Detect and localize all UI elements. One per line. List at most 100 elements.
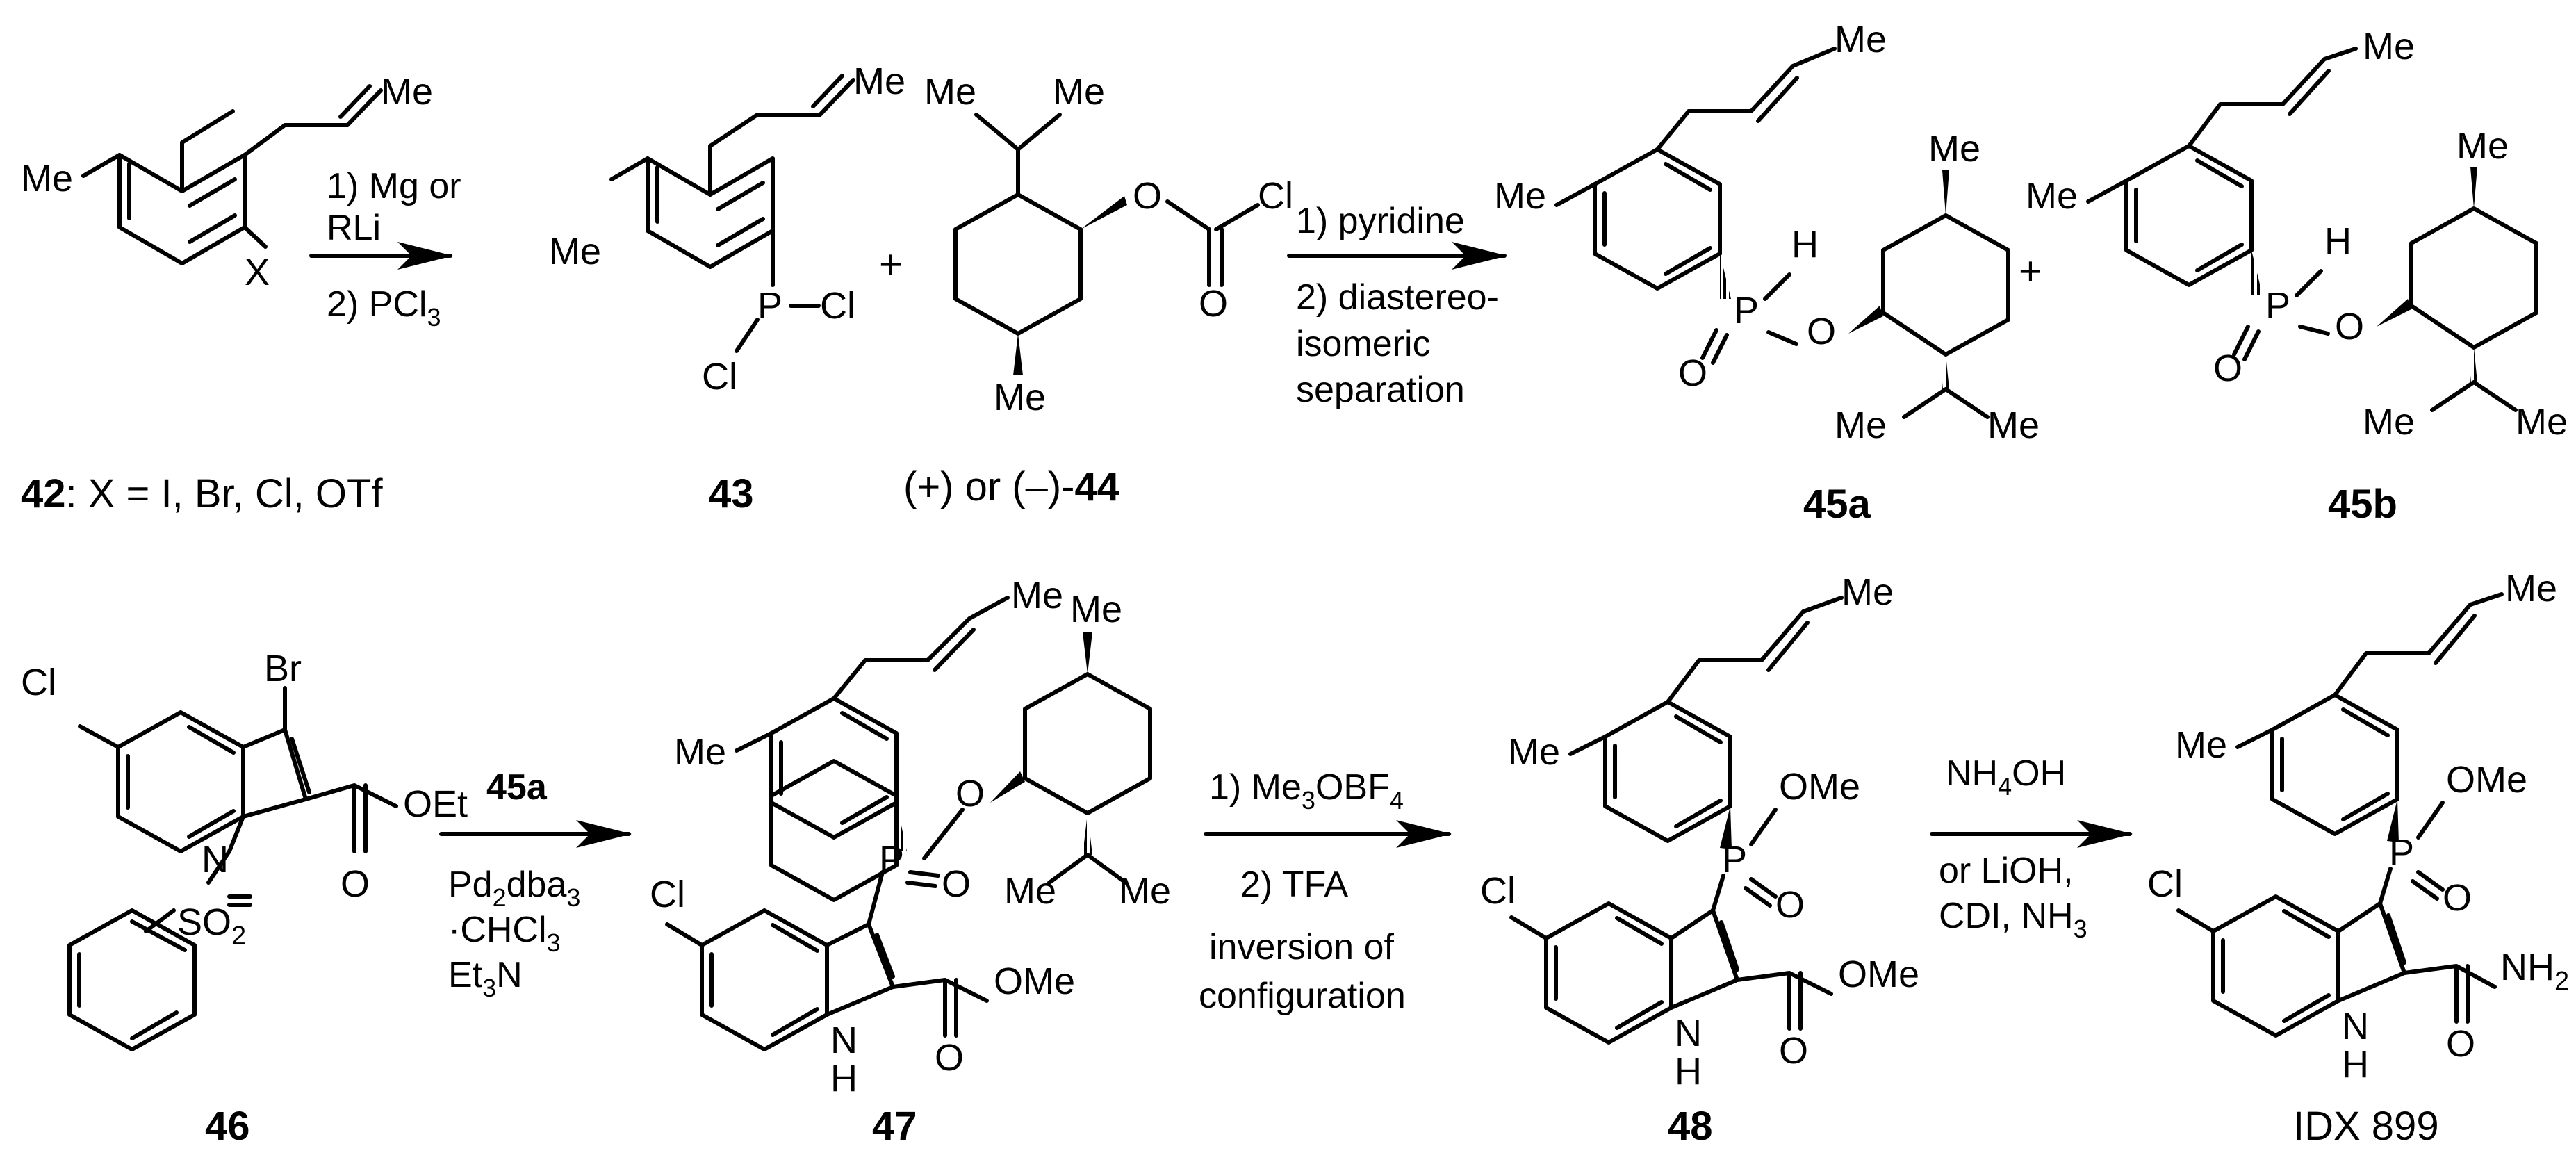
arrow-condition: RLi [327,208,381,248]
plus-sign: + [2019,249,2042,294]
compound-45b: Me Me Me Me Me P H O O 45b [2026,26,2568,527]
atom-o: O [1775,884,1805,926]
atom-o: O [1678,352,1707,394]
atom-me: Me [2026,175,2078,217]
arrow-condition: CDI, NH [1939,896,2074,936]
atom-cl: Cl [1258,175,1293,217]
compound-42: Me Me X 42: X = I, Br, Cl, OTf [21,71,433,516]
compound-number: 45b [2328,482,2397,527]
atom-nh2-label: NH [2500,947,2554,988]
atom-me: Me [1987,404,2040,446]
atom-so2: SO2 [177,901,246,951]
atom-me: Me [549,231,601,272]
compound-number: 42 [21,471,66,516]
atom-ome: OMe [1779,766,1860,808]
arrow-condition: 1) pyridine [1296,201,1465,241]
arrow-condition: inversion of [1209,927,1394,967]
atom-me: Me [1119,870,1171,912]
compound-44: Me Me Me O O Cl (+) or (–)-44 [903,71,1293,509]
compound-45a: Me Me Me Me Me P H O O 45a [1494,19,2040,527]
compound-43: Me Me P Cl Cl 43 [549,60,905,516]
subscript: 2 [231,922,246,951]
atom-me: Me [2175,724,2227,766]
reaction-arrow-3: 45a Pd2dba3 ·CHCl3 Et3N [439,767,632,1002]
atom-cl: Cl [820,285,855,327]
compound-idx899: Me Me Cl P OMe O N H O NH2 IDX 899 [2147,568,2569,1149]
atom-x: X [245,252,270,293]
atom-n: N [2342,1006,2369,1047]
atom-me: Me [2516,401,2568,443]
atom-cl: Cl [650,874,685,915]
atom-o: O [2443,877,2472,919]
subscript: 4 [1998,772,2012,801]
atom-me: Me [1928,128,1980,170]
atom-cl: Cl [702,356,737,398]
compound-caption: : X = I, Br, Cl, OTf [66,471,384,516]
arrow-condition: OH [2012,753,2066,794]
subscript: 3 [1302,786,1315,815]
compound-label: (+) or (–)-44 [903,464,1119,509]
arrow-condition: Pd2dba3 [448,865,580,912]
subscript: 3 [482,974,496,1002]
subscript: 3 [566,883,580,912]
reaction-arrow-5: NH4OH or LiOH, CDI, NH3 [1930,753,2133,943]
compound-number: 44 [1075,464,1120,509]
arrow-condition: 2) diastereo- [1296,277,1499,318]
arrow-condition: dba [507,865,567,905]
atom-ome: OMe [2446,759,2527,801]
atom-ome: OMe [1838,954,1919,995]
subscript: 3 [427,303,441,332]
atom-me: Me [1841,571,1894,613]
atom-me: Me [2363,401,2415,443]
subscript: 4 [1390,786,1404,815]
arrow-condition: 2) PCl [327,284,427,325]
atom-me: Me [853,60,905,102]
atom-me: Me [674,731,726,773]
compound-name: IDX 899 [2293,1104,2439,1149]
reaction-arrow-1: 1) Mg or RLi 2) PCl3 [309,166,461,332]
atom-so2-label: SO [177,901,231,943]
atom-o: O [942,863,971,905]
atom-o: O [341,863,370,905]
atom-ome: OMe [994,960,1075,1002]
subscript: 2 [493,883,507,912]
atom-cl: Cl [21,662,56,703]
compound-number: 48 [1668,1104,1713,1149]
plus-sign: + [879,242,903,287]
atom-me: Me [1053,71,1105,113]
arrow-condition: NH4OH [1946,753,2066,801]
atom-o: O [2335,306,2364,347]
atom-me: Me [21,158,73,199]
atom-br: Br [264,648,302,689]
arrow-condition: configuration [1199,976,1406,1016]
atom-o: O [1133,175,1162,217]
arrow-condition: OBF [1315,767,1390,808]
atom-cl: Cl [2147,863,2183,905]
atom-p: P [1722,839,1747,881]
arrow-condition: Et [448,955,483,995]
atom-p: P [1734,290,1759,332]
atom-o: O [955,773,985,815]
subscript: 3 [2074,915,2087,943]
arrow-condition: isomeric [1296,324,1431,364]
arrow-condition: 2) TFA [1240,865,1348,905]
atom-nh2: NH2 [2500,947,2569,996]
compound-prefix: (+) or (–)- [903,464,1075,509]
atom-me: Me [381,71,433,113]
compound-46: Cl Br N O OEt SO2 46 [21,648,468,1149]
compound-number: 46 [205,1104,250,1149]
atom-me: Me [1835,19,1887,60]
atom-me: Me [1835,404,1887,446]
atom-me: Me [994,377,1046,418]
atom-oet: OEt [403,783,468,825]
reaction-arrow-2: 1) pyridine 2) diastereo- isomeric separ… [1287,201,1507,410]
arrow-condition: NH [1946,753,1998,794]
arrow-condition: CDI, NH3 [1939,896,2087,943]
subscript: 3 [547,928,561,957]
compound-47: Cl P O N H O OMe [650,759,1075,1099]
atom-h: H [830,1058,858,1099]
subscript: 2 [2554,967,2569,996]
reaction-arrow-4: 1) Me3OBF4 2) TFA inversion of configura… [1199,767,1452,1016]
atom-h: H [1791,224,1819,265]
atom-o: O [1199,283,1228,325]
